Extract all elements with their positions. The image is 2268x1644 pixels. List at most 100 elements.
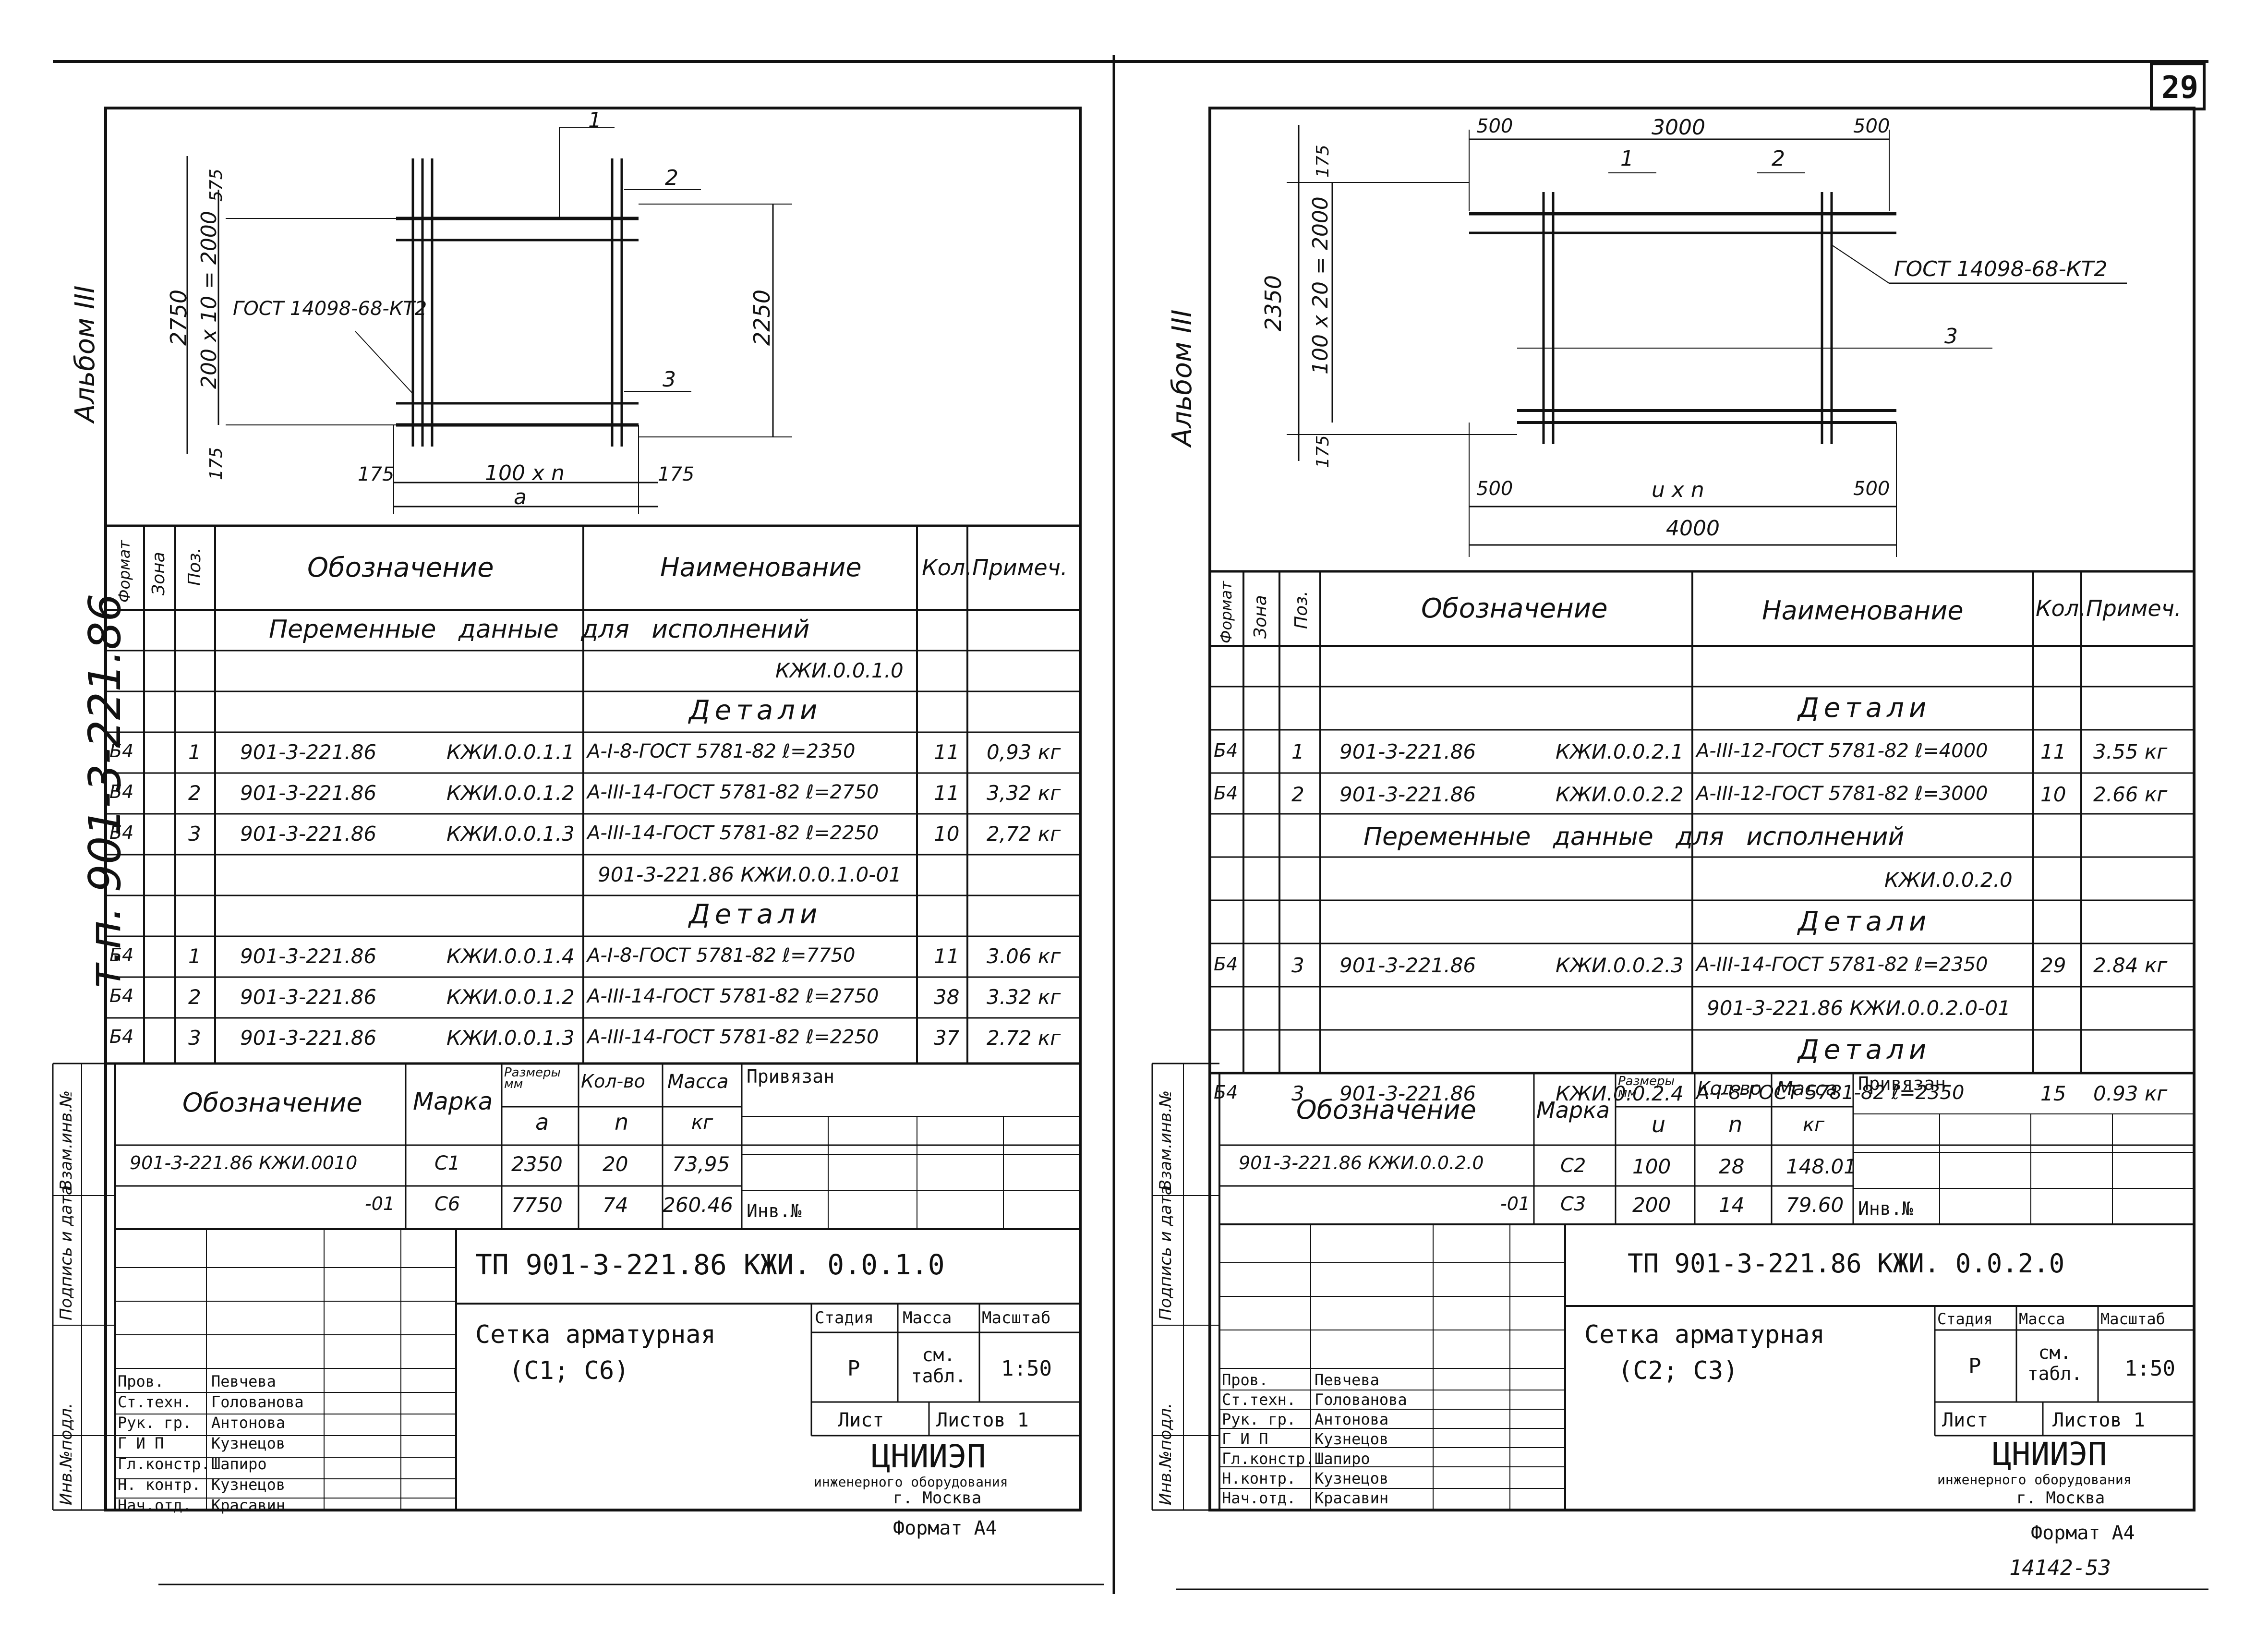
spec-cell-pos: 2 xyxy=(188,781,201,805)
title-org2-right: инженерного оборудования xyxy=(1937,1472,2132,1487)
hdr-pos-right: Поз. xyxy=(1291,591,1311,629)
signature-name: Голованова xyxy=(1315,1390,1407,1409)
title-name1-right: Сетка арматурная xyxy=(1584,1320,1825,1349)
spec-cell-name: Детали xyxy=(1798,1034,1931,1065)
spec-cell-des2: КЖИ.0.0.2.4 xyxy=(1556,1082,1684,1105)
signature-role: Нач.отд. xyxy=(118,1496,192,1514)
hdr-format-left: Формат xyxy=(115,540,133,603)
title-sheet-right: Лист xyxy=(1942,1409,1989,1431)
spec-cell-note: 2.84 кг xyxy=(2093,954,2168,977)
gost-right: ГОСТ 14098-68-КТ2 xyxy=(1894,257,2108,281)
marks-r2-mark-right: С3 xyxy=(1560,1193,1586,1215)
spec-cell-name: Детали xyxy=(689,695,822,726)
marks-r1-mass-left: 73,95 xyxy=(672,1152,730,1176)
title-mass-right: см. табл. xyxy=(2027,1342,2083,1384)
spec-cell-des1: 901-3-221.86 xyxy=(1339,783,1476,806)
hdr-qty-right: Кол. xyxy=(2036,595,2086,621)
marks-r2-mass-left: 260.46 xyxy=(663,1193,733,1217)
marks-des-hdr-right: Обозначение xyxy=(1296,1095,1476,1125)
spec-cell-pos: 2 xyxy=(188,985,201,1009)
signature-role: Ст.техн. xyxy=(1222,1390,1296,1409)
spec-cell-note: 2.66 кг xyxy=(2093,783,2168,806)
title-name1-left: Сетка арматурная xyxy=(475,1320,716,1349)
spec-cell-format: Б4 xyxy=(1214,1082,1238,1103)
marks-n-right: n xyxy=(1728,1112,1743,1137)
hdr-qty-left: Кол. xyxy=(922,555,972,580)
spec-cell-qty: 10 xyxy=(2040,783,2066,806)
spec-cell-des2: КЖИ.0.0.1.1 xyxy=(446,740,575,764)
signature-role: Г И П xyxy=(1222,1430,1268,1448)
spec-cell-pos: 1 xyxy=(1291,740,1304,763)
spec-cell-qty: 11 xyxy=(934,740,960,764)
spec-cell-format: Б4 xyxy=(1214,740,1238,761)
signature-name: Певчева xyxy=(211,1372,276,1390)
signature-name: Кузнецов xyxy=(1315,1469,1389,1487)
marks-kg-right: кг xyxy=(1803,1114,1825,1136)
spec-cell-des2: КЖИ.0.0.2.1 xyxy=(1556,740,1684,763)
dim-2750: 2750 xyxy=(166,289,192,346)
spec-cell-name: Детали xyxy=(1798,692,1931,724)
signature-name: Красавин xyxy=(211,1496,286,1514)
spec-cell-format: Б4 xyxy=(109,1026,134,1047)
signature-role: Пров. xyxy=(1222,1371,1268,1389)
marks-bound-hdr-right: Привязан xyxy=(1858,1073,1946,1094)
dim-575: 575 xyxy=(206,169,226,202)
dim-b4000: 4000 xyxy=(1666,516,1720,541)
pos1-right: 1 xyxy=(1620,146,1634,171)
marks-r2-des-right: -01 xyxy=(1500,1193,1531,1214)
signature-name: Красавин xyxy=(1315,1489,1389,1507)
marks-r1-a-left: 2350 xyxy=(511,1152,563,1176)
dim-grid-left: 200 x 10 = 2000 xyxy=(197,211,221,389)
spec-cell-pos: 3 xyxy=(1291,954,1304,977)
signature-role: Гл.констр. xyxy=(1222,1450,1315,1468)
spec-cell-format: Б4 xyxy=(109,822,134,843)
side-inv-orig-r: Инв.№подл. xyxy=(1156,1403,1175,1505)
spec-cell-des2: КЖИ.0.0.1.2 xyxy=(446,985,575,1009)
signature-name: Антонова xyxy=(211,1414,286,1432)
title-format-right: Формат А4 xyxy=(2031,1522,2135,1544)
marks-mass-hdr-right: Масса xyxy=(1776,1078,1838,1100)
gost-left: ГОСТ 14098-68-КТ2 xyxy=(233,298,427,320)
signature-name: Кузнецов xyxy=(211,1475,286,1494)
dim-v2350: 2350 xyxy=(1260,275,1286,331)
hdr-zone-left: Зона xyxy=(149,552,169,595)
dim-t500l: 500 xyxy=(1476,115,1513,137)
dim-b500l: 500 xyxy=(1476,478,1513,500)
signature-role: Гл.констр. xyxy=(118,1455,210,1473)
spec-cell-name: А-III-14-ГОСТ 5781-82 ℓ=2250 xyxy=(587,822,879,844)
pos3-left: 3 xyxy=(663,367,676,392)
dim-2250: 2250 xyxy=(749,289,775,346)
spec-cell-qty: 37 xyxy=(934,1026,960,1050)
spec-cell-name: Детали xyxy=(689,899,822,930)
side-sign-date: Подпись и дата xyxy=(57,1185,76,1320)
spec-cell-name: А-III-12-ГОСТ 5781-82 ℓ=4000 xyxy=(1696,740,1988,762)
spec-cell-note: 2,72 кг xyxy=(987,822,1061,846)
spec-cell-des2: КЖИ.0.0.2.2 xyxy=(1556,783,1684,806)
signature-role: Нач.отд. xyxy=(1222,1489,1296,1507)
side-replace-inv: Взам.инв.№ xyxy=(57,1090,76,1191)
dim-b175r: 175 xyxy=(658,463,695,485)
marks-r2-mass-right: 79.60 xyxy=(1786,1193,1844,1217)
marks-r1-mass-right: 148.01 xyxy=(1786,1155,1857,1178)
marks-r1-n-right: 28 xyxy=(1719,1155,1745,1178)
title-org3-left: г. Москва xyxy=(893,1488,982,1508)
side-inv-orig: Инв.№подл. xyxy=(57,1403,76,1505)
signature-role: Н.контр. xyxy=(1222,1469,1296,1487)
title-name2-left: (С1; С6) xyxy=(509,1356,629,1385)
signature-name: Шапиро xyxy=(1315,1450,1370,1468)
marks-r1-mark-left: С1 xyxy=(434,1152,460,1174)
title-mass-left: см. табл. xyxy=(911,1344,966,1387)
spec-cell-name: А-III-14-ГОСТ 5781-82 ℓ=2350 xyxy=(1696,954,1988,976)
hdr-note-right: Примеч. xyxy=(2086,595,2182,621)
marks-r2-a-left: 7750 xyxy=(511,1193,563,1217)
spec-cell-pos: 3 xyxy=(1291,1082,1304,1105)
spec-cell-des2: КЖИ.0.0.1.3 xyxy=(446,822,575,846)
marks-a-left: a xyxy=(535,1109,549,1135)
spec-cell-format: Б4 xyxy=(1214,954,1238,975)
title-stage-h-left: Стадия xyxy=(815,1308,874,1328)
title-sheets-left: Листов 1 xyxy=(936,1409,1029,1431)
side-replace-inv-r: Взам.инв.№ xyxy=(1156,1090,1175,1191)
album-label-right: Альбом III xyxy=(1167,309,1198,447)
spec-cell-qty: 15 xyxy=(2040,1082,2066,1105)
pos2-left: 2 xyxy=(665,166,678,190)
